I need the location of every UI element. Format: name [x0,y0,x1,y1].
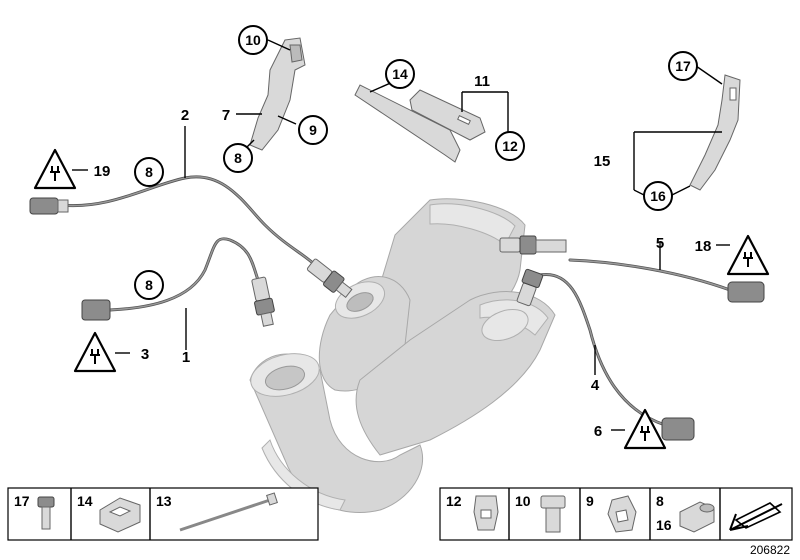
warning-electrical-triangle-icon [726,234,770,276]
oxygen-sensor-5[interactable] [499,235,765,303]
legend-box-left [7,487,319,541]
svg-text:16: 16 [650,188,666,204]
svg-text:8: 8 [234,150,242,166]
warning-electrical-triangle-icon [33,148,77,190]
callout-9: 9 [298,115,328,145]
svg-text:2: 2 [181,107,189,124]
svg-text:10: 10 [245,32,261,48]
screw-icon [37,496,55,530]
callout-3: 3 [141,346,149,363]
svg-text:9: 9 [309,122,317,138]
callout-12: 12 [495,131,525,161]
svg-text:16: 16 [656,517,672,533]
svg-text:17: 17 [675,58,691,74]
warning-electrical-triangle-icon [623,408,667,450]
bracket-7[interactable] [249,37,306,151]
callout-5: 5 [656,235,664,252]
callout-4: 4 [591,377,600,394]
bolt-icon [540,495,566,533]
svg-text:19: 19 [94,163,111,180]
clip-icon [99,497,141,533]
callout-18: 18 [695,238,712,255]
svg-text:13: 13 [156,493,172,509]
oxygen-sensor-4[interactable] [515,268,695,441]
svg-text:14: 14 [77,493,93,509]
warning-electrical-triangle-icon [73,331,117,373]
callout-11: 11 [474,73,490,90]
callout-16: 16 [643,181,673,211]
callout-19: 19 [94,163,111,180]
callout-7: 7 [222,107,230,124]
callout-2: 2 [181,107,189,124]
sleeve-icon [679,501,715,533]
callout-14: 14 [385,59,415,89]
svg-text:11: 11 [474,73,490,90]
legend-item-17: 17 [14,493,55,530]
catalytic-converter-assembly [249,198,556,514]
callout-1: 1 [182,349,190,366]
svg-text:8: 8 [145,164,153,180]
legend-item-8-16: 8 16 [656,493,715,533]
svg-text:7: 7 [222,107,230,124]
document-number: 206822 [750,543,790,557]
svg-text:8: 8 [145,277,153,293]
navigation-arrow-icon[interactable] [729,502,783,531]
svg-text:18: 18 [695,238,712,255]
svg-text:12: 12 [502,138,518,154]
svg-text:9: 9 [586,493,594,509]
oxygen-sensor-2[interactable] [29,175,354,301]
legend-item-14: 14 [77,493,141,533]
oxygen-sensor-1[interactable] [81,237,277,327]
svg-text:10: 10 [515,493,531,509]
spring-clip-icon [607,495,637,533]
bracket-11[interactable] [354,84,486,163]
callout-8-sensor-1: 8 [134,270,164,300]
callout-17: 17 [668,51,698,81]
callout-10: 10 [238,25,268,55]
svg-text:8: 8 [656,493,664,509]
cable-tie-icon [179,492,278,532]
svg-text:4: 4 [591,377,600,394]
callout-6: 6 [594,423,602,440]
legend-item-10: 10 [515,493,566,533]
svg-text:12: 12 [446,493,462,509]
svg-text:206822: 206822 [750,543,790,557]
legend-item-12: 12 [446,493,499,531]
legend-item-13: 13 [156,492,278,532]
svg-text:3: 3 [141,346,149,363]
callout-15: 15 [594,153,611,170]
svg-text:14: 14 [392,66,408,82]
svg-text:1: 1 [182,349,190,366]
leader-lines [72,39,730,431]
legend-item-9: 9 [586,493,637,533]
svg-text:5: 5 [656,235,664,252]
svg-text:17: 17 [14,493,30,509]
svg-text:15: 15 [594,153,611,170]
nut-clip-icon [473,495,499,531]
callout-8-sensor-2: 8 [134,157,164,187]
svg-text:6: 6 [594,423,602,440]
callout-8-bracket: 8 [223,143,253,173]
